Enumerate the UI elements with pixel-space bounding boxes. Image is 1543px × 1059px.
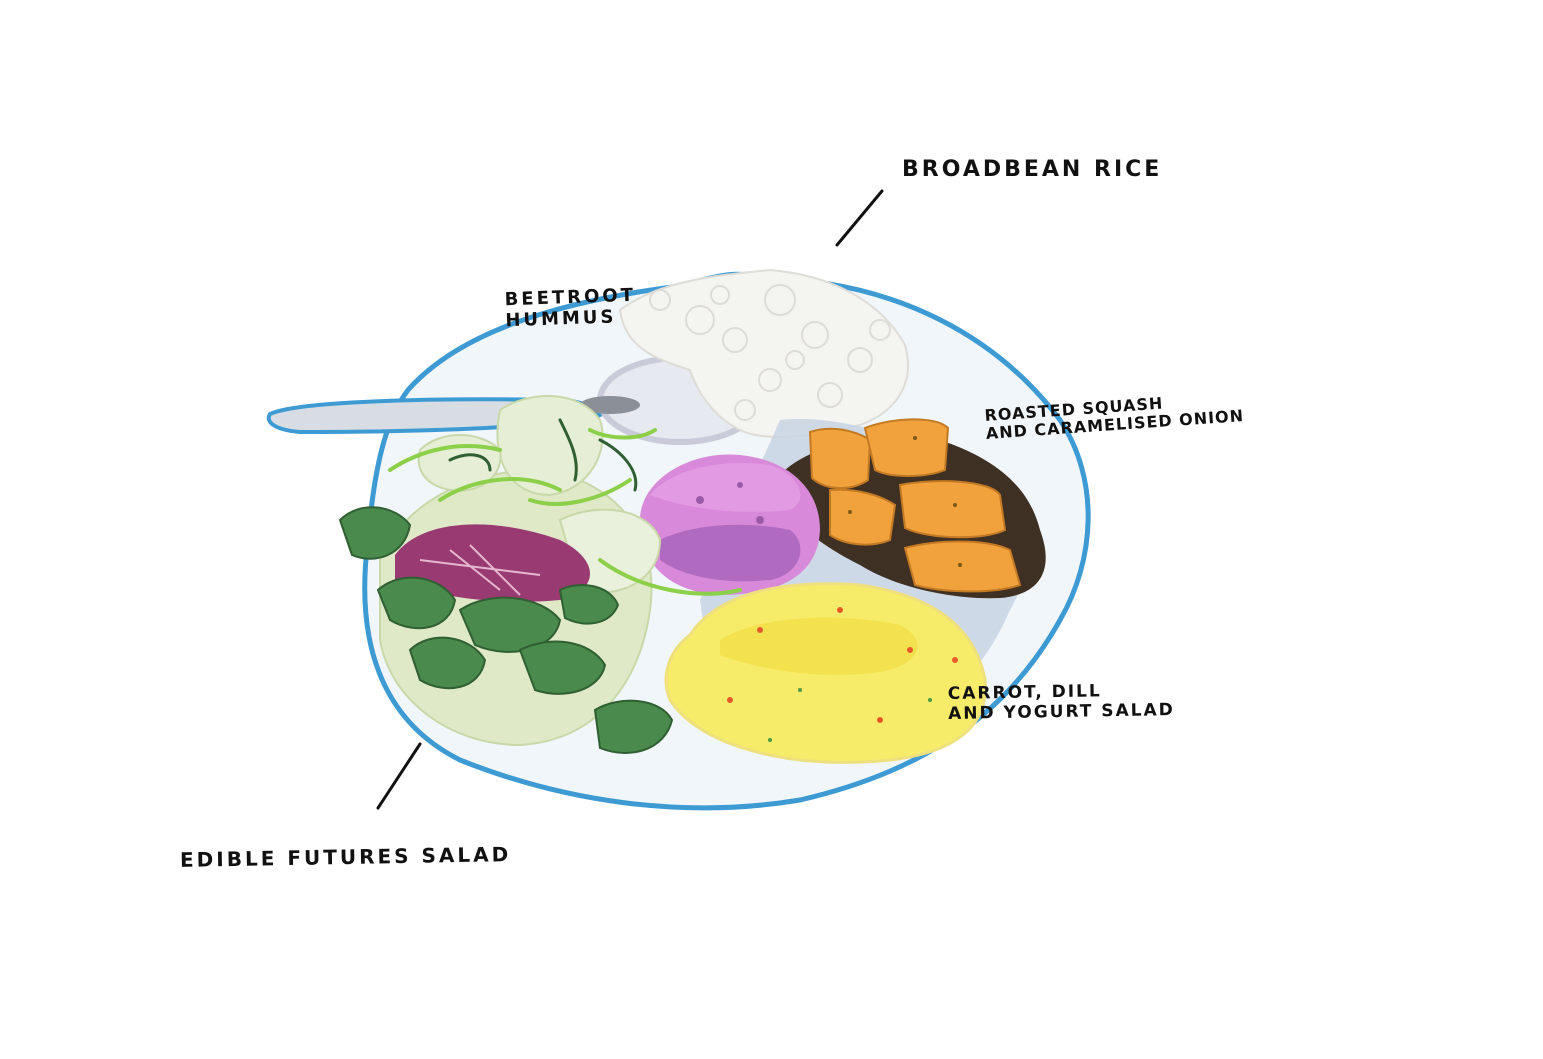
beetroot-hummus <box>640 454 820 595</box>
broadbean-rice <box>618 268 909 438</box>
label-broadbean-rice: BROADBEAN RICE <box>902 157 1162 182</box>
label-carrot-salad-line2: AND YOGURT SALAD <box>947 699 1175 724</box>
label-carrot-salad: CARROT, DILL AND YOGURT SALAD <box>948 681 1175 724</box>
label-beetroot-hummus: BEETROOT HUMMUS <box>504 285 637 332</box>
pointer-line-rice <box>835 189 884 247</box>
label-broadbean-rice-text: BROADBEAN RICE <box>902 157 1163 182</box>
carrot-dill-yogurt-salad <box>664 582 987 764</box>
edible-futures-salad <box>338 395 742 754</box>
pointer-line-salad <box>376 742 422 810</box>
roasted-squash <box>808 418 1022 593</box>
